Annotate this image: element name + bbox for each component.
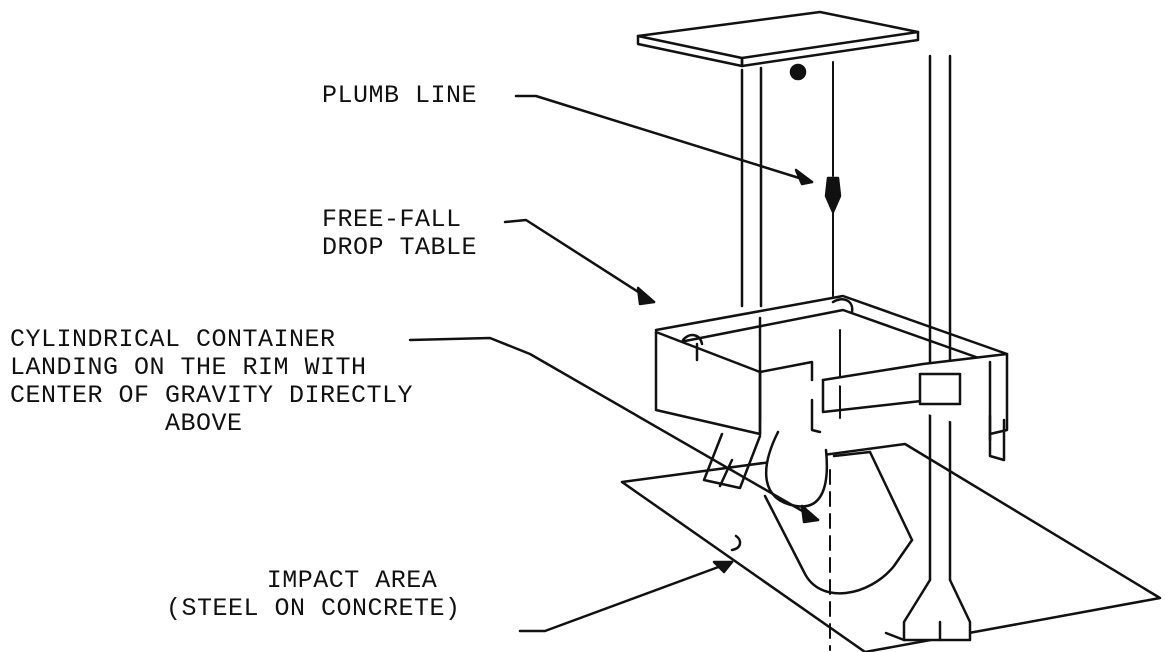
impact-plate	[620, 442, 1162, 652]
label-impact-area: IMPACT AREA (STEEL ON CONCRETE)	[166, 566, 461, 623]
arrow-impact-area	[518, 560, 734, 633]
column-front-right	[884, 54, 972, 642]
label-plumb-line: PLUMB LINE	[322, 81, 478, 110]
label-free-fall-drop-table: FREE-FALL DROP TABLE	[322, 205, 478, 262]
pulley-icon	[789, 63, 807, 81]
arrow-plumb-line	[514, 94, 814, 184]
top-plate	[636, 10, 920, 68]
cylindrical-container	[763, 430, 914, 595]
arrow-drop-table	[503, 218, 656, 304]
leader-arrows	[408, 94, 820, 633]
drop-table-frame	[654, 294, 1009, 490]
label-cylindrical-container: CYLINDRICAL CONTAINER LANDING ON THE RIM…	[10, 325, 414, 438]
plumb-line	[824, 61, 842, 651]
arrow-container	[408, 336, 820, 522]
